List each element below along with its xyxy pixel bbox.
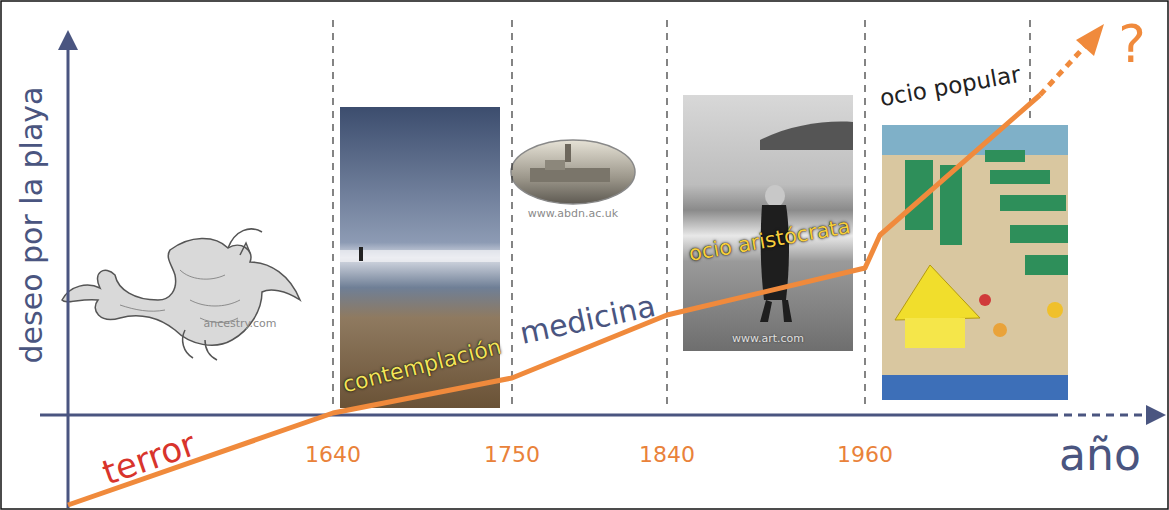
watermark: www.abdn.ac.uk [528, 208, 618, 219]
era-label: ocio popular [878, 62, 1022, 109]
watermark: ancestry.com [203, 318, 276, 329]
year-tick: 1750 [484, 444, 540, 466]
year-tick: 1840 [639, 444, 695, 466]
axis-title: deseo por la playa [17, 87, 47, 364]
era-label: terror [98, 426, 200, 489]
year-tick: 1640 [305, 444, 361, 466]
axis-title: año [1059, 433, 1141, 477]
watermark: www.art.com [732, 333, 804, 344]
year-tick: 1960 [837, 444, 893, 466]
era-label: medicina [518, 291, 659, 349]
question-mark: ? [1118, 18, 1146, 70]
